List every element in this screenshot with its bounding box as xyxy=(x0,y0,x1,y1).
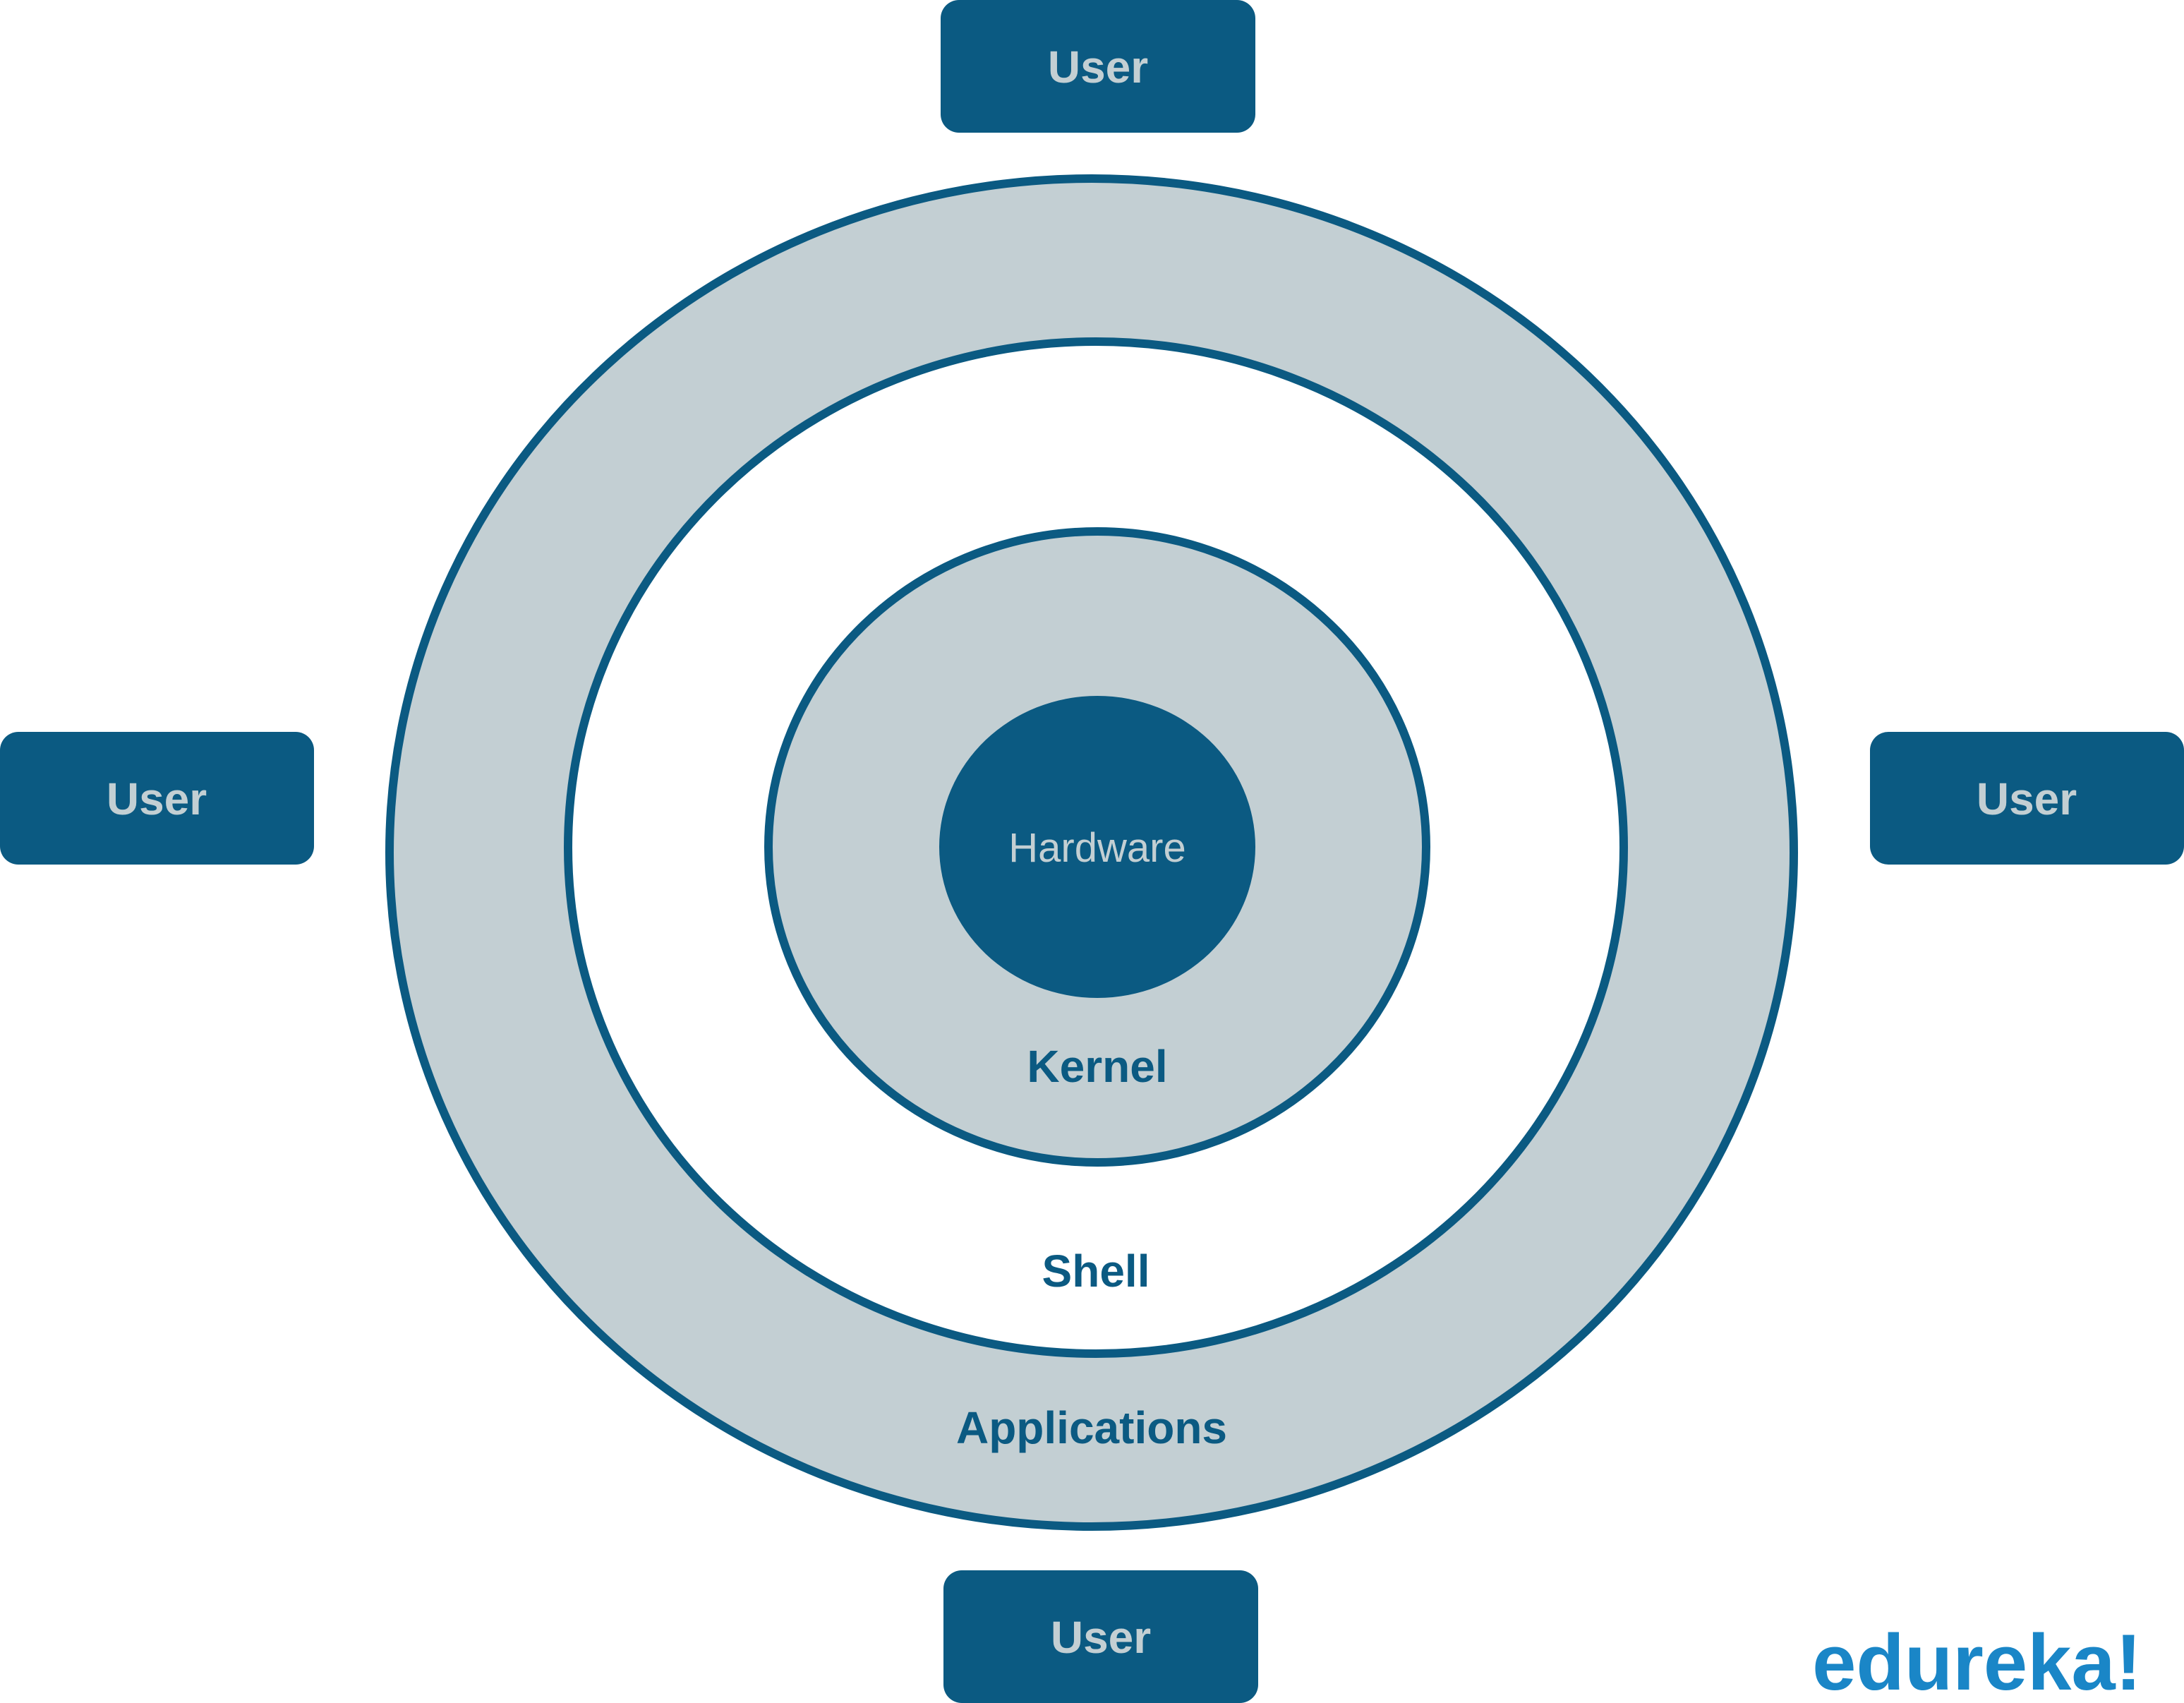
user-box-top: User xyxy=(941,0,1255,133)
user-box-bottom: User xyxy=(943,1570,1258,1703)
user-label-left: User xyxy=(107,774,207,824)
edureka-logo: edureka! xyxy=(1812,1618,2142,1703)
shell-label: Shell xyxy=(1042,1246,1150,1296)
kernel-label: Kernel xyxy=(1027,1041,1167,1092)
user-label-bottom: User xyxy=(1051,1612,1151,1663)
user-box-top-shape xyxy=(941,0,1255,133)
user-box-left: User xyxy=(0,732,314,865)
hardware-core xyxy=(939,696,1255,998)
user-box-bottom-shape xyxy=(943,1570,1258,1703)
user-label-top: User xyxy=(1048,42,1148,92)
user-box-left-shape xyxy=(0,732,314,865)
applications-label: Applications xyxy=(956,1402,1227,1453)
user-box-right-shape xyxy=(1870,732,2184,865)
hardware-label: Hardware xyxy=(1008,825,1185,871)
user-label-right: User xyxy=(1977,774,2077,824)
user-box-right: User xyxy=(1870,732,2184,865)
